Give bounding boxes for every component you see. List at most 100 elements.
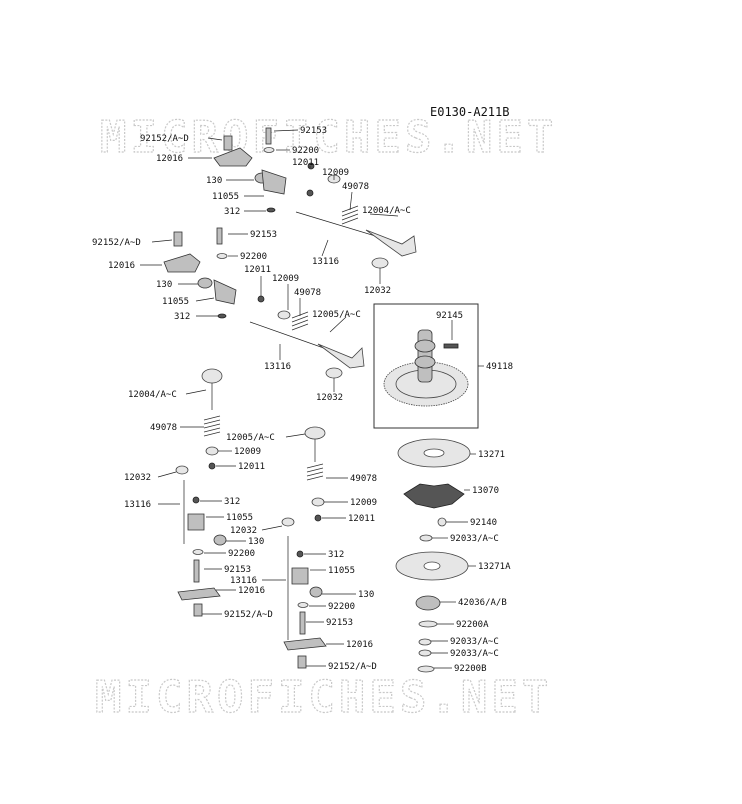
part-label: 13116 <box>264 362 291 372</box>
lower-rocker-assembly <box>163 227 365 379</box>
part-label: 92033/A~C <box>450 534 499 544</box>
pivot-stud-part <box>193 603 203 617</box>
part-label: 92153 <box>224 565 251 575</box>
leader-line <box>285 433 306 438</box>
sleeve-part <box>415 595 441 611</box>
leader-line <box>349 191 353 211</box>
part-label: 92152/A~D <box>92 238 141 248</box>
nut-part <box>217 313 227 319</box>
washer-part <box>216 253 228 259</box>
bolt-part <box>265 127 272 145</box>
part-label: 11055 <box>226 513 253 523</box>
part-label: 13271A <box>478 562 511 572</box>
adjuster-part <box>309 586 323 598</box>
valve-part <box>317 343 365 369</box>
camshaft-box <box>373 303 479 429</box>
spring-retainer-part <box>306 189 314 197</box>
part-label: 13116 <box>312 257 339 267</box>
cap-part <box>281 517 295 527</box>
part-label: 92033/A~C <box>450 649 499 659</box>
ball-part <box>437 517 447 527</box>
part-label: 312 <box>224 497 240 507</box>
part-labels: 92153 92152/A~D 92200 12016 12011 130 12… <box>92 126 513 674</box>
part-label: 92153 <box>326 618 353 628</box>
part-label: 12009 <box>322 168 349 178</box>
part-label: 42036/A/B <box>458 598 507 608</box>
leader-line <box>185 389 207 395</box>
part-label: 92140 <box>470 518 497 528</box>
rocker-arm-part <box>177 587 221 601</box>
leader-line <box>157 471 177 478</box>
part-label: 12032 <box>316 393 343 403</box>
part-label: 12004/A~C <box>362 206 411 216</box>
part-label: 130 <box>358 590 374 600</box>
ball-part <box>257 295 265 303</box>
pivot-stud-part <box>173 231 183 247</box>
part-label: 12016 <box>108 261 135 271</box>
part-label: 13271 <box>478 450 505 460</box>
leader-line <box>321 239 329 257</box>
part-label: 12009 <box>272 274 299 284</box>
part-label: 12016 <box>346 640 373 650</box>
part-label: 92200 <box>292 146 319 156</box>
part-label: 92200A <box>456 620 489 630</box>
washer-part <box>418 620 438 628</box>
washer-part <box>263 147 275 153</box>
pin-part <box>443 343 459 349</box>
adjuster-part <box>213 534 227 546</box>
part-label: 12011 <box>292 158 319 168</box>
part-label: 49078 <box>150 423 177 433</box>
rocker-bracket-part <box>213 279 237 305</box>
part-label: 12011 <box>244 265 271 275</box>
part-label: 13070 <box>472 486 499 496</box>
part-label: 49078 <box>350 474 377 484</box>
valve-spring-part <box>306 463 324 481</box>
leader-line <box>273 129 299 132</box>
disc-hole <box>423 448 445 458</box>
washer-part <box>417 665 435 673</box>
retainer-part <box>314 514 322 522</box>
bolt-part <box>193 559 200 583</box>
part-label: 12032 <box>364 286 391 296</box>
seal-part <box>277 310 291 320</box>
part-label: 12016 <box>238 586 265 596</box>
part-label: 11055 <box>162 297 189 307</box>
part-label: 13116 <box>230 576 257 586</box>
leader-lines <box>140 129 484 669</box>
ball-part <box>307 162 315 170</box>
part-label: 92200 <box>228 549 255 559</box>
leader-line <box>261 525 283 531</box>
part-label: 92153 <box>250 230 277 240</box>
leader-line <box>329 316 347 333</box>
cup-hole <box>423 561 441 571</box>
valve-spring-part <box>203 415 221 437</box>
part-label: 130 <box>206 176 222 186</box>
part-label: 12004/A~C <box>128 390 177 400</box>
rocker-arm-part <box>283 637 327 651</box>
leader-line <box>151 239 173 243</box>
part-label: 11055 <box>212 192 239 202</box>
circlip-part <box>419 534 433 542</box>
part-label: 12005/A~C <box>312 310 361 320</box>
nut-part <box>296 550 304 558</box>
cap-part <box>175 465 189 475</box>
bracket-part <box>291 567 309 585</box>
bracket-part <box>187 513 205 531</box>
leader-line <box>195 297 215 302</box>
seal-part <box>205 446 219 456</box>
rocker-bracket-part <box>261 169 287 195</box>
valve-head-part <box>201 368 223 384</box>
part-label: 12032 <box>230 526 257 536</box>
part-label: 130 <box>248 537 264 547</box>
circlip-part <box>418 638 432 646</box>
part-label: 13116 <box>124 500 151 510</box>
valve-head-part <box>304 426 326 440</box>
part-label: 12011 <box>238 462 265 472</box>
part-label: 92153 <box>300 126 327 136</box>
cap-part <box>371 257 389 269</box>
pivot-stud-part <box>223 135 233 151</box>
upper-rocker-assembly <box>213 127 417 269</box>
bolt-part <box>216 227 223 245</box>
